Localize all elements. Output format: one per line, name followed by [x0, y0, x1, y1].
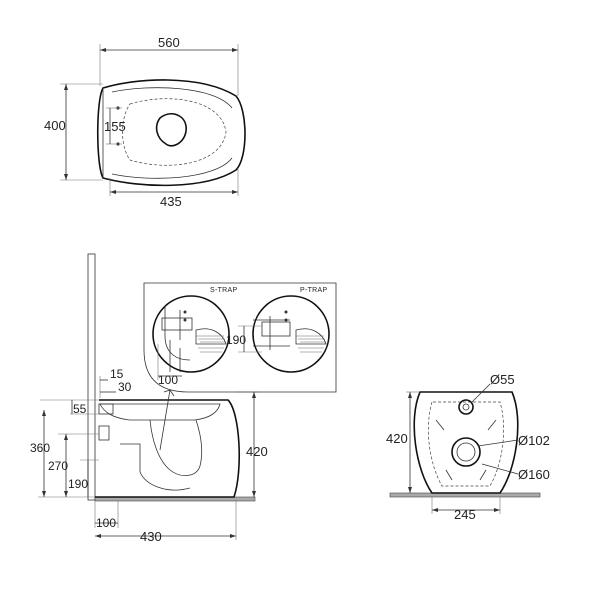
side-view: 15 30 55 360 270 190 100 430	[30, 253, 268, 544]
dim-width-rear: 435	[160, 194, 182, 209]
top-view: 560 400 155 435	[44, 35, 246, 209]
dim-height-front: 420	[386, 431, 408, 446]
dim-width-overall: 560	[158, 35, 180, 50]
s-trap-drawing	[152, 295, 230, 373]
inlet-pipe	[98, 403, 114, 415]
side-view-trap-inner	[120, 443, 191, 491]
front-view: Ø55 Ø102 Ø160 420 245	[386, 372, 550, 522]
dim-inlet-diameter: Ø55	[490, 372, 515, 387]
outlet-icon	[451, 437, 481, 467]
detail-frame	[143, 282, 337, 393]
top-view-rim	[111, 87, 233, 179]
outlet-stub	[98, 425, 110, 441]
p-trap-label: P-TRAP	[300, 287, 327, 294]
wall	[87, 253, 96, 501]
front-view-inner	[428, 401, 504, 487]
dim-s-trap-offset: 100	[158, 373, 178, 387]
dim-p-trap-height: 190	[226, 333, 246, 347]
dim-wall-offset: 100	[96, 516, 116, 530]
inlet-icon	[458, 399, 474, 415]
dim-depth-side: 430	[140, 529, 162, 544]
dim-height-side: 420	[246, 444, 268, 459]
side-view-rim	[99, 403, 221, 421]
dim-height-360: 360	[30, 441, 50, 455]
dim-inlet-height: 55	[73, 402, 87, 416]
s-trap-label: S-TRAP	[210, 287, 237, 294]
top-view-drain	[155, 113, 187, 147]
top-view-bowl-outline	[96, 79, 246, 187]
dim-outlet-diameter: Ø102	[518, 433, 550, 448]
dim-base-width: 245	[454, 507, 476, 522]
side-view-bowl-outline	[95, 399, 241, 498]
dim-depth: 400	[44, 118, 66, 133]
dim-pipe-b: 30	[118, 380, 132, 394]
trap-detail: S-TRAP P-TRAP	[143, 282, 337, 393]
p-trap-drawing	[252, 295, 330, 373]
front-view-bowl-outline	[413, 391, 519, 494]
dim-height-190: 190	[68, 477, 88, 491]
side-view-trap	[149, 419, 203, 476]
dim-pipe-a: 15	[110, 367, 124, 381]
dim-height-270: 270	[48, 459, 68, 473]
dim-fixing-spacing: 155	[104, 119, 126, 134]
dim-trap-diameter: Ø160	[518, 467, 550, 482]
top-view-inner-bowl	[122, 98, 227, 166]
